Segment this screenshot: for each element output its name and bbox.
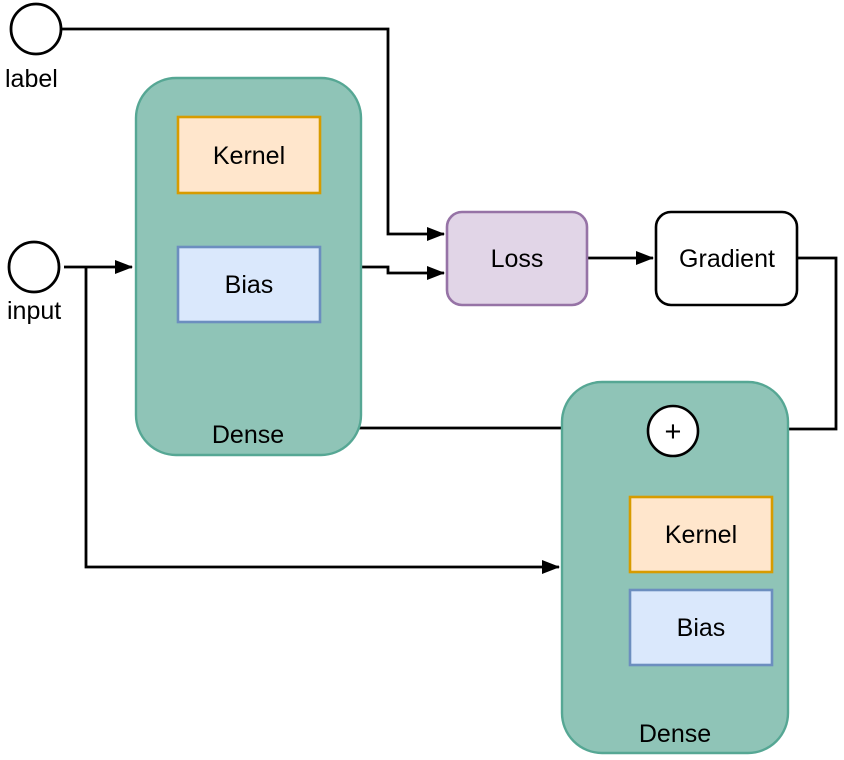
- dense-top-title: Dense: [212, 421, 284, 449]
- sum-node-circle: [646, 404, 700, 458]
- bias-bottom-label: Bias: [677, 614, 726, 642]
- dense-bottom-container: Dense + Kernel Bias: [560, 380, 790, 755]
- input-port-circle: [7, 240, 61, 294]
- edge-dense-top-to-loss: [361, 265, 445, 280]
- label-port-text: label: [5, 65, 58, 93]
- gradient-node: Gradient: [654, 210, 799, 307]
- label-port-circle: [9, 2, 63, 56]
- kernel-top-box: [176, 115, 322, 195]
- input-port-text: input: [7, 297, 61, 325]
- bias-bottom-box: [628, 588, 774, 667]
- bias-top-label: Bias: [225, 271, 274, 299]
- edge-label-to-loss: [62, 27, 445, 241]
- dense-top-container: Dense Kernel Bias: [134, 76, 363, 457]
- edge-input-to-dense-bottom: [84, 267, 560, 574]
- gradient-box: [654, 210, 799, 307]
- bias-top-box: [176, 245, 322, 324]
- sum-node-symbol: +: [665, 416, 682, 448]
- gradient-label: Gradient: [679, 245, 775, 273]
- loss-label: Loss: [491, 245, 544, 273]
- kernel-bottom-box: [628, 495, 774, 574]
- dense-bottom-title: Dense: [639, 720, 711, 748]
- loss-node: Loss: [445, 210, 589, 307]
- kernel-top-label: Kernel: [213, 142, 285, 170]
- loss-box: [445, 210, 589, 307]
- kernel-bottom-label: Kernel: [665, 521, 737, 549]
